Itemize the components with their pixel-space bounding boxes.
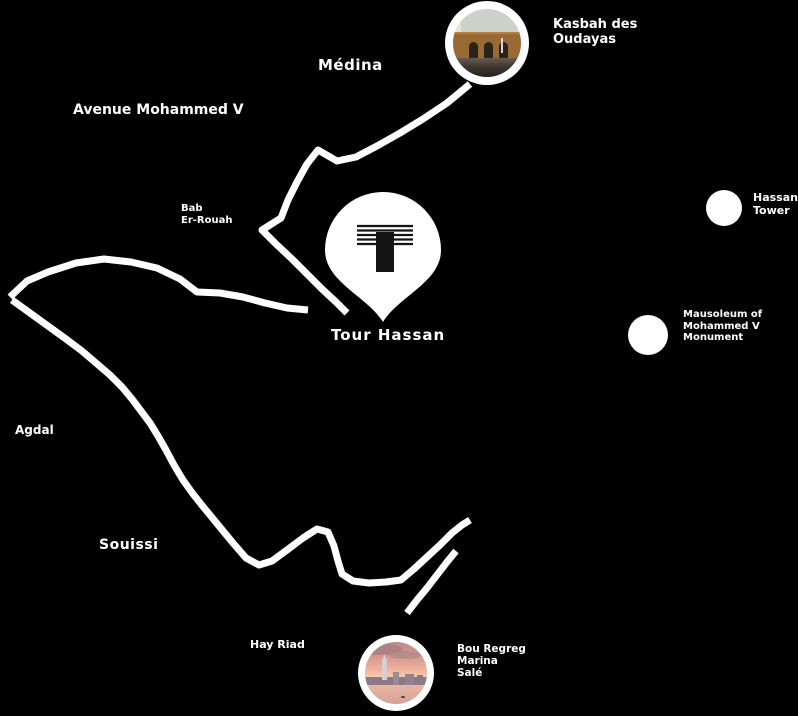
kasbah-photo-arch <box>499 42 508 58</box>
area-label-hay-riad: Hay Riad <box>250 638 305 651</box>
marina-photo-tower <box>382 660 387 680</box>
marker-marina-label-line1: Bou Regreg <box>457 643 526 655</box>
marina-photo-tower-spire <box>382 654 387 661</box>
marina-photo-water <box>365 685 427 704</box>
road-southeast-spur <box>404 548 459 616</box>
road-west <box>7 255 309 314</box>
marina-photo-building <box>417 675 423 685</box>
marker-marina-label: Bou Regreg Marina Salé <box>457 643 526 679</box>
marker-kasbah-label-line2: Oudayas <box>553 31 616 47</box>
area-label-bab-line1: Bab <box>181 203 203 214</box>
street-label-avenue: Avenue Mohammed V <box>73 102 244 118</box>
poi2-label: Mausoleum of Mohammed V Monument <box>683 309 762 344</box>
marker-kasbah-label: Kasbah des Oudayas <box>553 17 638 48</box>
marker-marina-label-line2: Marina <box>457 655 498 668</box>
t-monogram-stem <box>376 232 394 272</box>
poi1-label: Hassan Tower <box>753 191 798 217</box>
poi-circle-icon[interactable] <box>628 315 668 355</box>
area-label-souissi: Souissi <box>99 537 159 553</box>
marker-marina-label-line3: Salé <box>457 667 483 680</box>
marker-kasbah[interactable] <box>445 1 529 85</box>
area-label-bab-er-rouah: Bab Er-Rouah <box>181 203 232 226</box>
hotel-pin-label: Tour Hassan <box>331 326 446 344</box>
marina-photo-cloud <box>389 651 421 659</box>
kasbah-photo-ground <box>453 58 521 77</box>
marina-photo-building <box>393 672 399 685</box>
hotel-pin[interactable] <box>313 188 453 328</box>
area-label-agdal: Agdal <box>15 423 54 437</box>
marina-photo-boat <box>401 696 405 698</box>
marker-marina[interactable] <box>358 635 434 711</box>
kasbah-photo <box>453 9 521 77</box>
poi1-label-line2: Tower <box>753 203 790 217</box>
poi2-label-line2: Mohammed V <box>683 320 760 332</box>
poi1-label-line1: Hassan <box>753 191 798 204</box>
area-label-bab-line2: Er-Rouah <box>181 214 233 226</box>
road-north <box>258 81 473 316</box>
poi2-label-line3: Monument <box>683 332 744 343</box>
area-label-medina: Médina <box>318 56 383 74</box>
kasbah-photo-pole <box>501 38 503 53</box>
marina-photo <box>365 642 427 704</box>
road-southwest <box>9 297 472 587</box>
poi-circle-icon[interactable] <box>706 190 742 226</box>
poi2-label-line1: Mausoleum of <box>683 309 763 320</box>
marina-photo-cloud <box>365 644 403 655</box>
kasbah-photo-arch <box>469 42 478 58</box>
marina-photo-building <box>405 674 414 685</box>
marker-kasbah-label-line1: Kasbah des <box>553 17 638 32</box>
kasbah-photo-arch <box>484 42 493 58</box>
